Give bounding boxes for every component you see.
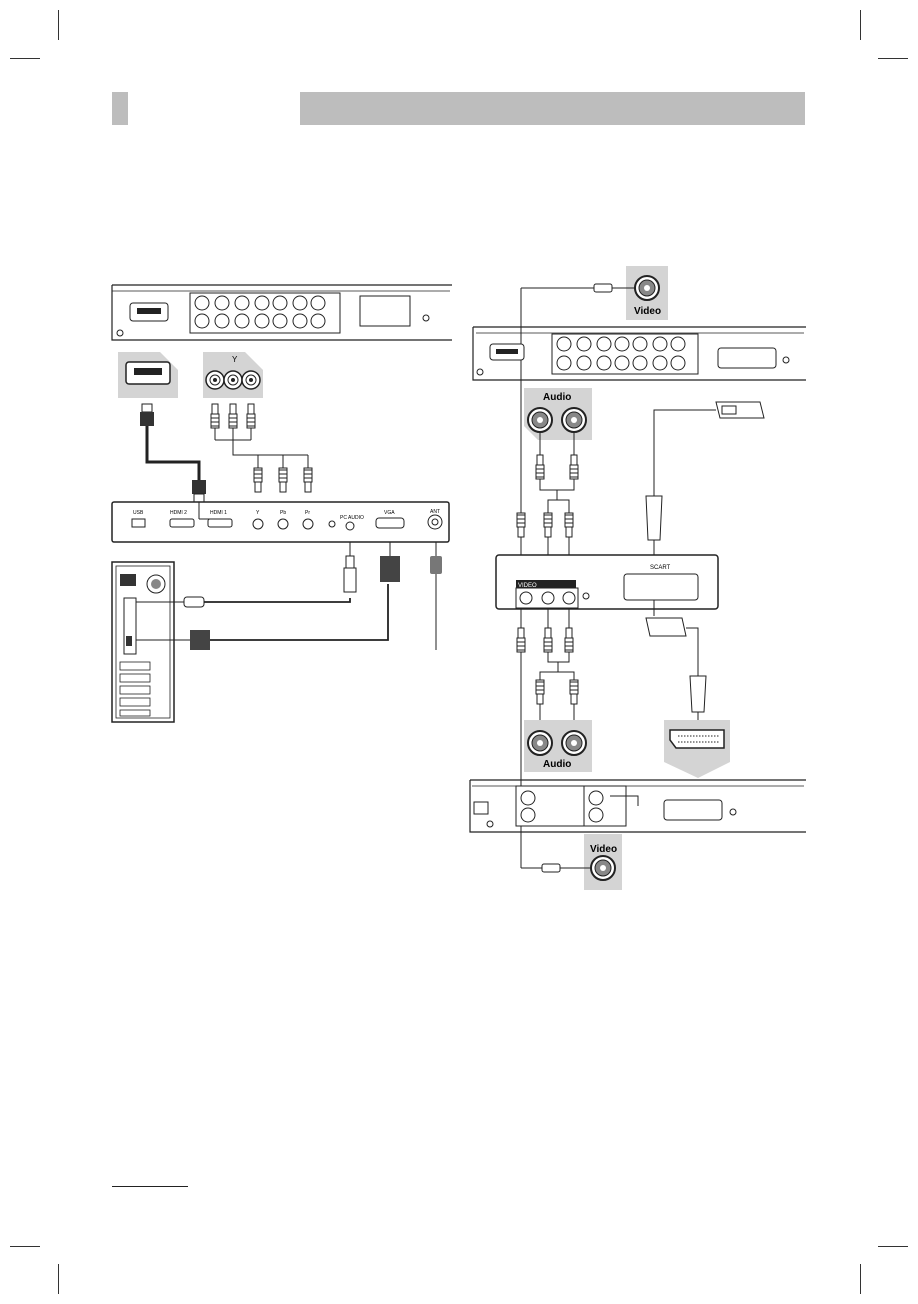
crop-mark xyxy=(58,1264,59,1294)
pc-audio-cable xyxy=(136,542,357,608)
crop-mark xyxy=(860,10,861,40)
label-pb: Pb xyxy=(280,510,286,516)
crop-mark xyxy=(10,58,40,59)
antenna-cable xyxy=(430,542,442,650)
crop-mark xyxy=(58,10,59,40)
header-tab xyxy=(112,92,128,125)
scart-cable-bottom xyxy=(645,600,707,722)
video-callout-top xyxy=(626,266,668,320)
label-ant: ANT xyxy=(430,509,440,515)
hdmi-cable xyxy=(140,403,206,503)
label-hdmi2: HDMI 2 xyxy=(170,510,187,516)
crop-mark xyxy=(878,58,908,59)
dvd-player-back-panel-bottom xyxy=(469,779,806,833)
video-cable-bottom xyxy=(521,863,592,873)
component-cables xyxy=(210,403,313,493)
label-pr: Pr xyxy=(305,510,310,516)
scart-callout xyxy=(664,720,730,778)
audio-callout-top xyxy=(524,388,592,440)
dvd-player-back-panel-left xyxy=(111,284,452,341)
dvd-player-back-panel-top xyxy=(472,326,806,381)
label-audio-bottom: Audio xyxy=(543,759,571,770)
component-callout xyxy=(203,352,263,398)
label-video-top: Video xyxy=(634,306,661,317)
video-cable-top xyxy=(520,283,635,513)
label-video-bottom: Video xyxy=(590,844,617,855)
crop-mark xyxy=(878,1246,908,1247)
crop-mark xyxy=(10,1246,40,1247)
label-y-tv: Y xyxy=(256,510,260,516)
tv-side-panel xyxy=(111,501,450,543)
label-usb: USB xyxy=(133,510,144,516)
footer-rule xyxy=(112,1186,188,1187)
video-callout-bottom xyxy=(584,834,622,890)
tv-scart-panel xyxy=(495,554,719,610)
label-pc-audio: PC AUDIO xyxy=(340,515,364,521)
vga-cable xyxy=(136,542,400,650)
pc-tower xyxy=(111,561,175,723)
label-video-panel: VIDEO xyxy=(518,583,537,589)
label-scart: SCART xyxy=(650,565,671,571)
scart-cable-top xyxy=(645,401,765,572)
label-audio-top: Audio xyxy=(543,392,571,403)
hdmi-callout xyxy=(118,352,178,398)
header-bar xyxy=(300,92,805,125)
crop-mark xyxy=(860,1264,861,1294)
audio-callout-bottom xyxy=(524,720,592,772)
label-hdmi1: HDMI 1 xyxy=(210,510,227,516)
label-vga: VGA xyxy=(384,510,395,516)
label-y: Y xyxy=(232,355,238,364)
